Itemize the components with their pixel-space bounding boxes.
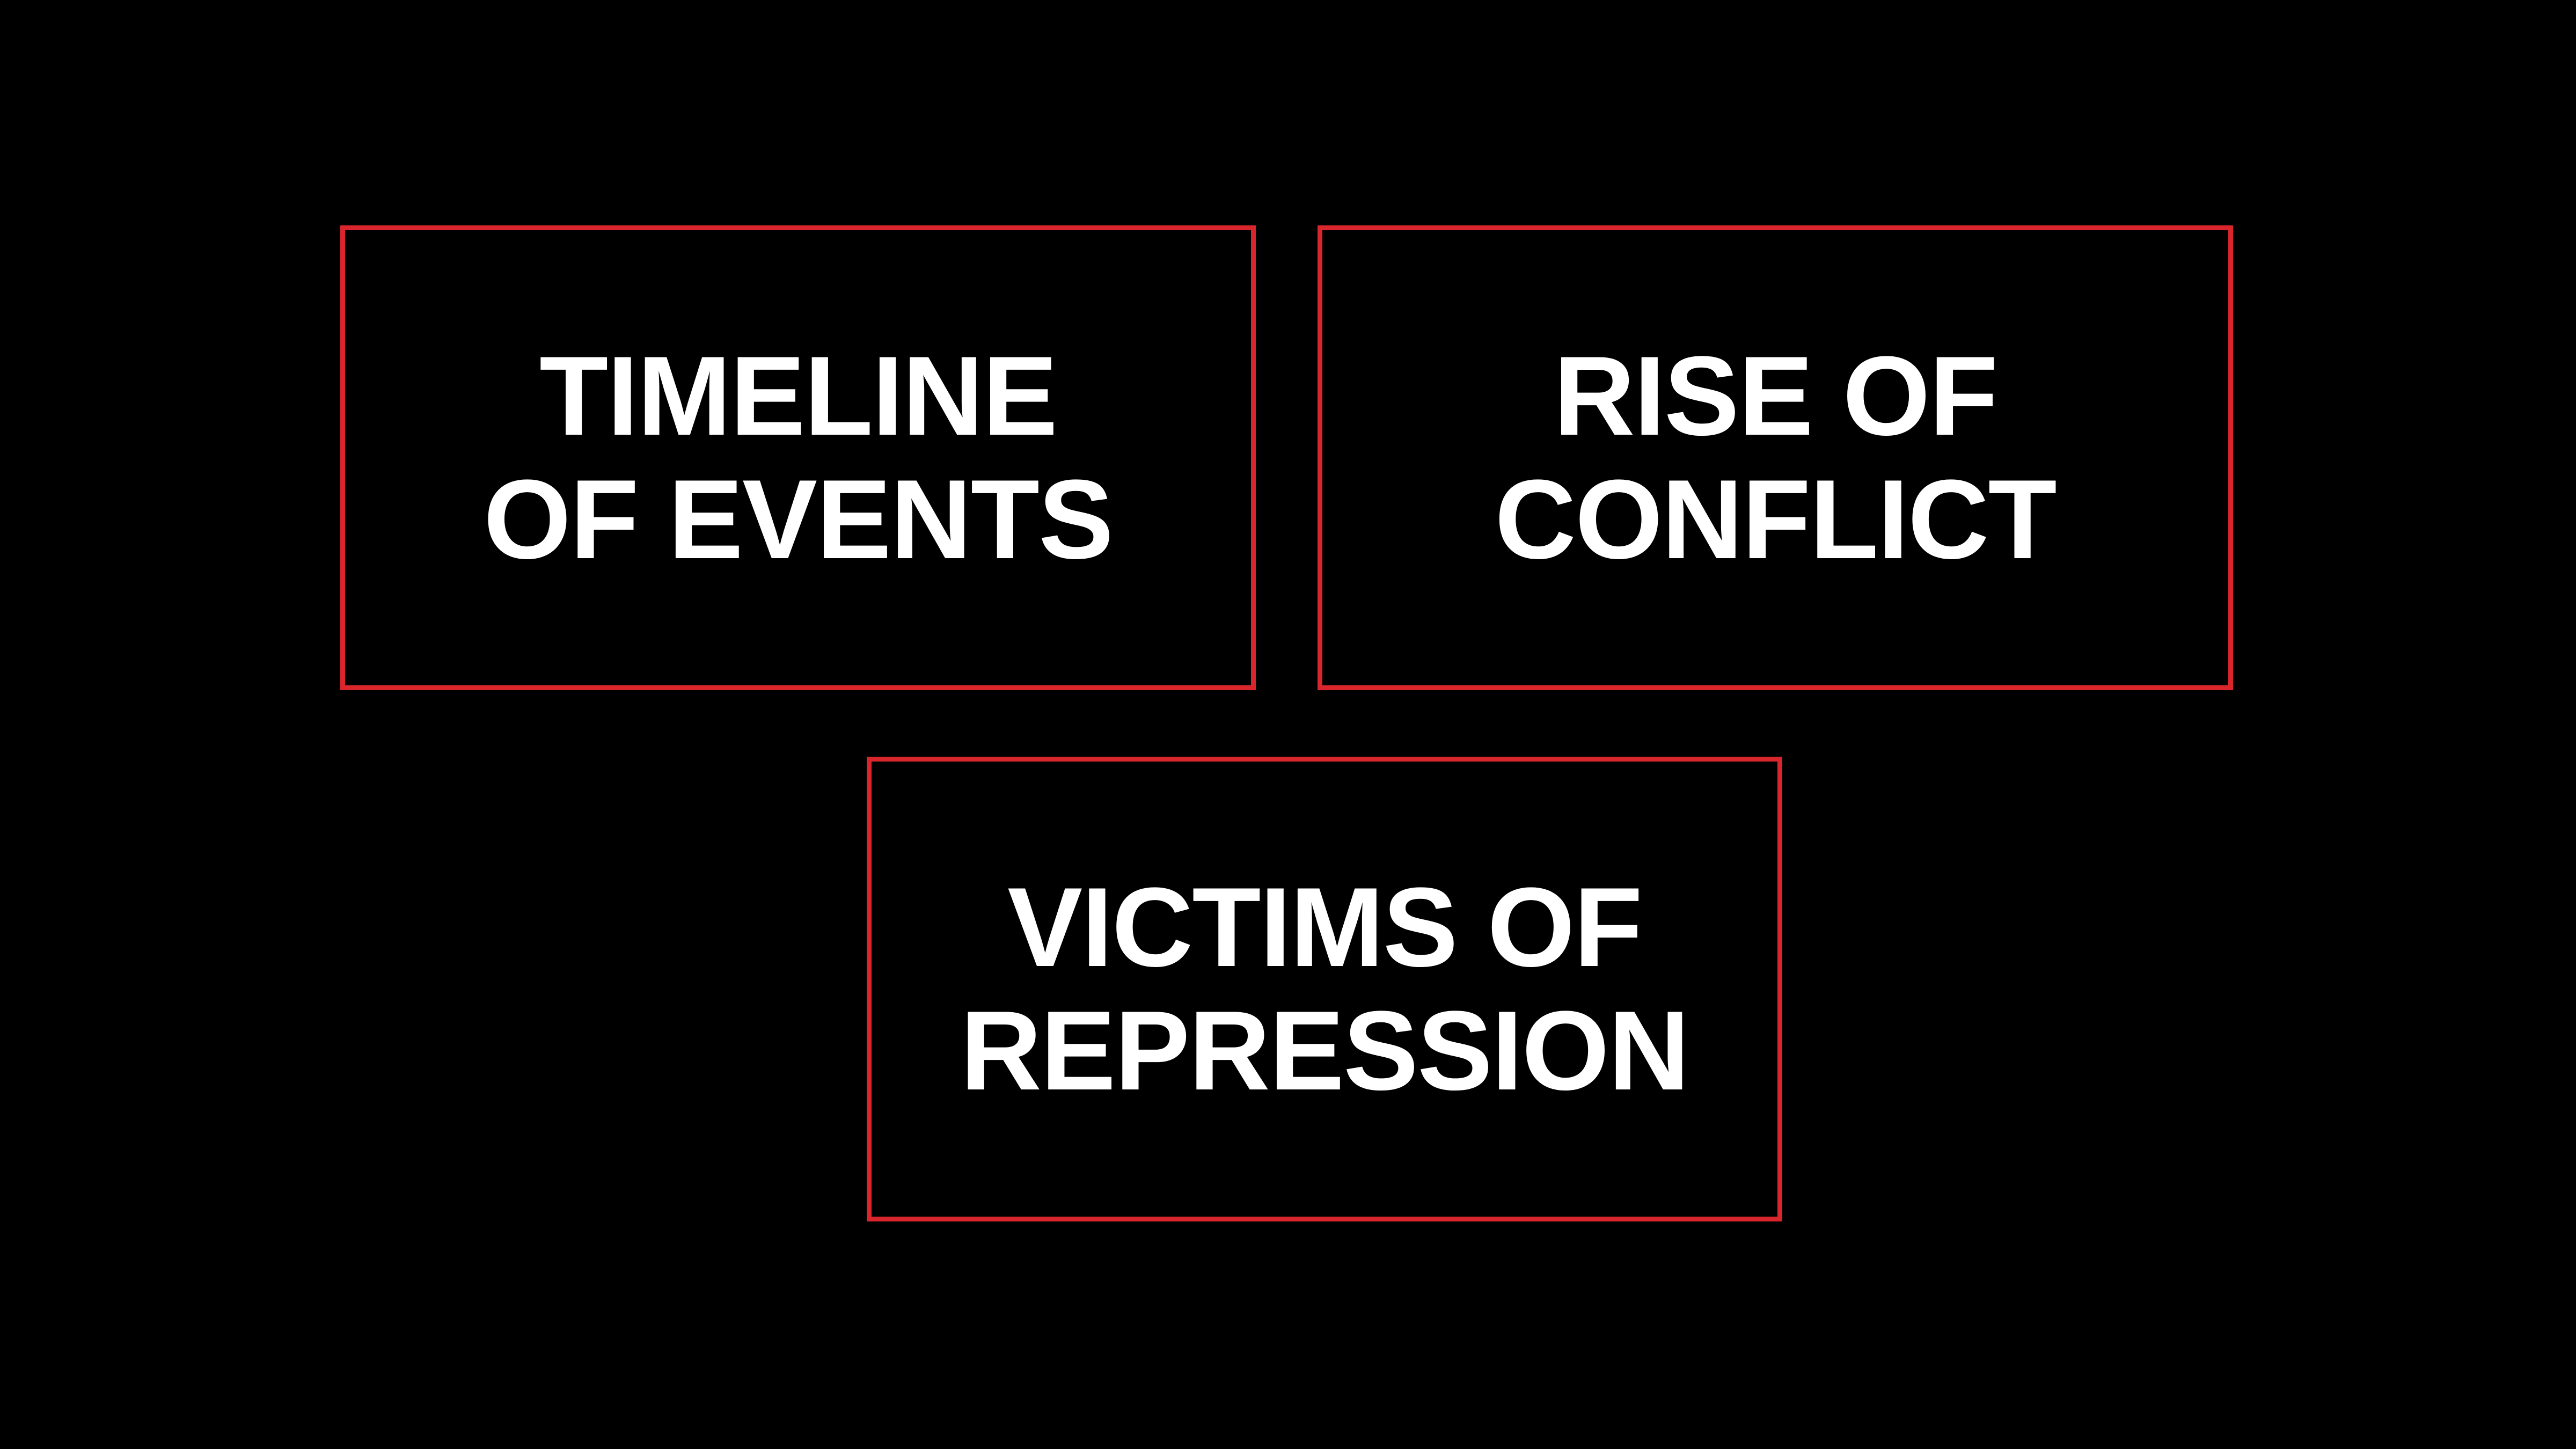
rise-of-conflict-label: RISE OF CONFLICT bbox=[1495, 333, 2057, 582]
victims-of-repression-label: VICTIMS OF REPRESSION bbox=[960, 864, 1690, 1114]
victims-of-repression-card[interactable]: VICTIMS OF REPRESSION bbox=[867, 757, 1782, 1221]
rise-of-conflict-card[interactable]: RISE OF CONFLICT bbox=[1318, 225, 2233, 690]
timeline-of-events-label: TIMELINE OF EVENTS bbox=[483, 333, 1114, 582]
timeline-of-events-card[interactable]: TIMELINE OF EVENTS bbox=[340, 225, 1256, 690]
